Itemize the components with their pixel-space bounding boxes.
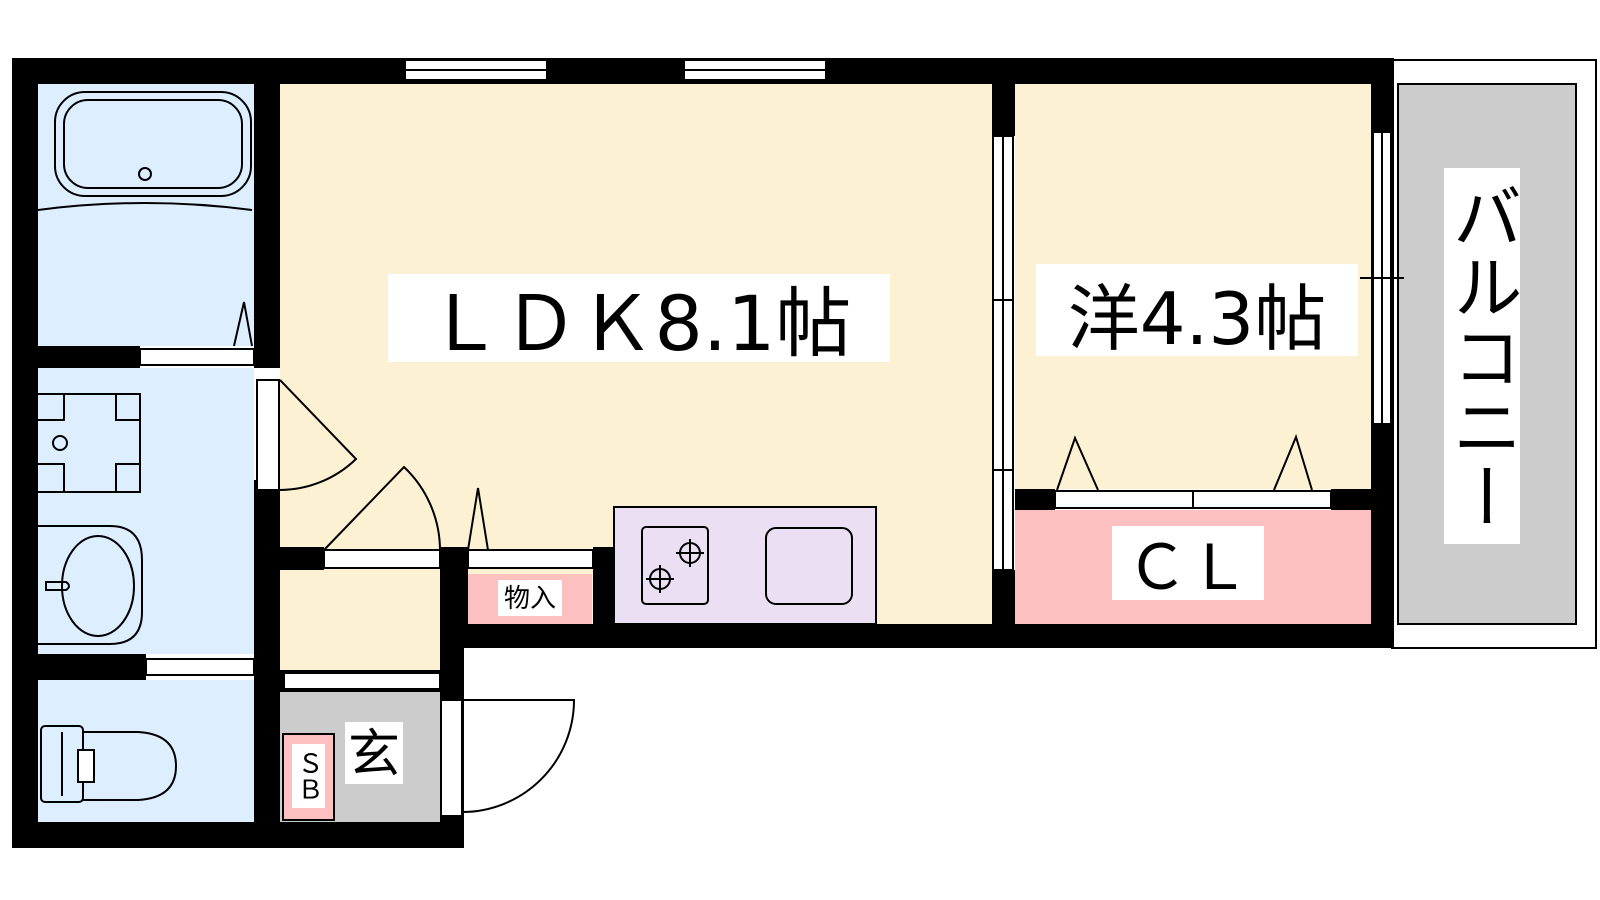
bathtub-icon xyxy=(37,91,253,211)
entrance-label-bg xyxy=(345,722,403,784)
storage-label: 物入 xyxy=(504,584,556,614)
walls xyxy=(12,58,1394,848)
ldk-label-bg xyxy=(388,274,890,362)
stove-icon xyxy=(641,526,709,605)
toilet-floor xyxy=(38,680,254,822)
closet-label-bg xyxy=(1112,526,1264,600)
door-swing-icon xyxy=(233,301,1313,551)
toilet-icon xyxy=(40,725,178,803)
kitchen-counter xyxy=(613,506,877,625)
entrance-label: 玄 xyxy=(348,725,400,785)
storage-label-bg xyxy=(498,580,562,616)
shoe-box-label-bg xyxy=(292,744,325,808)
sliding-doors xyxy=(38,135,1332,690)
washing-machine-icon xyxy=(38,393,141,493)
washroom-floor xyxy=(38,368,254,654)
balcony-label-bg xyxy=(1444,168,1520,544)
western-label: 洋4.3帖 xyxy=(1068,277,1327,361)
sink-icon xyxy=(765,527,853,605)
shoe-box-label: ＳＢ xyxy=(293,750,323,802)
washbasin-icon xyxy=(38,525,143,645)
door-swing-icon xyxy=(256,379,576,817)
closet-label: ＣＬ xyxy=(1126,531,1250,604)
ldk-label: ＬＤＫ8.1帖 xyxy=(427,279,852,368)
western-label-bg xyxy=(1036,264,1358,356)
bathroom-floor xyxy=(38,84,254,346)
balcony-label: バルコニー xyxy=(1441,181,1523,531)
window-icon xyxy=(404,59,1404,425)
hallway-floor xyxy=(280,570,440,670)
